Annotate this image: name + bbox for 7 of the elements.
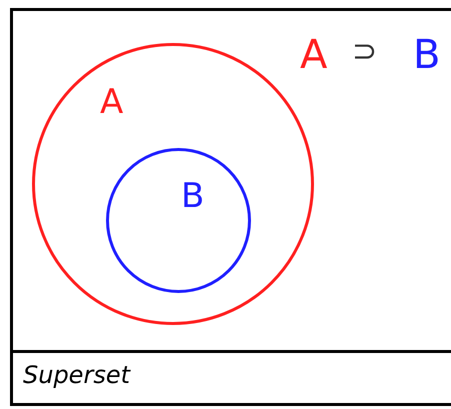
set-symbol: B — [413, 35, 440, 75]
set-symbol: A — [300, 35, 328, 75]
superset-symbol: ⊃ — [352, 37, 378, 67]
set-circle — [106, 148, 251, 293]
set-label: B — [181, 179, 204, 213]
set-label: A — [100, 85, 124, 119]
caption: Superset — [23, 363, 130, 387]
